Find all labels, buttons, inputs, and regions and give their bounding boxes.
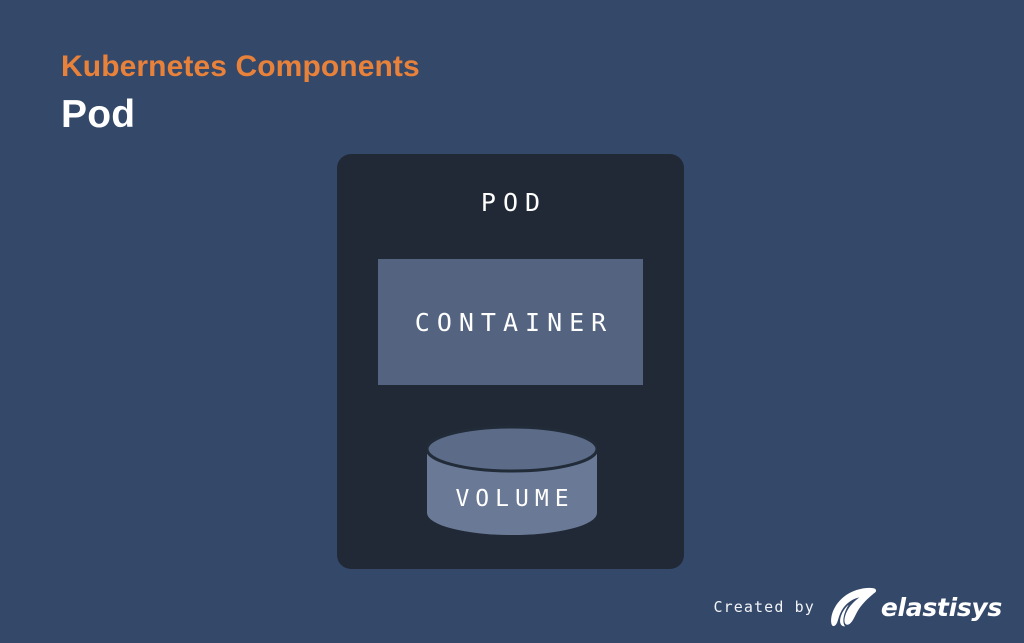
volume-label: VOLUME <box>455 486 575 512</box>
pod-boundary-box: POD CONTAINER VOLUME <box>337 154 684 569</box>
cylinder-icon <box>427 425 597 535</box>
volume-cylinder: VOLUME <box>427 424 597 535</box>
pod-label: POD <box>480 188 548 217</box>
heading-block: Kubernetes Components Pod <box>61 50 761 136</box>
container-box: CONTAINER <box>378 259 643 385</box>
eyebrow-text: Kubernetes Components <box>61 50 420 83</box>
brand-wordmark: elastisys <box>880 592 1002 622</box>
page-title: Pod <box>61 93 136 136</box>
credit-footer: Created by elastisys <box>714 585 1002 629</box>
container-label: CONTAINER <box>414 307 614 337</box>
elastisys-shell-logo-icon <box>830 587 876 627</box>
credit-text: Created by <box>713 598 815 616</box>
